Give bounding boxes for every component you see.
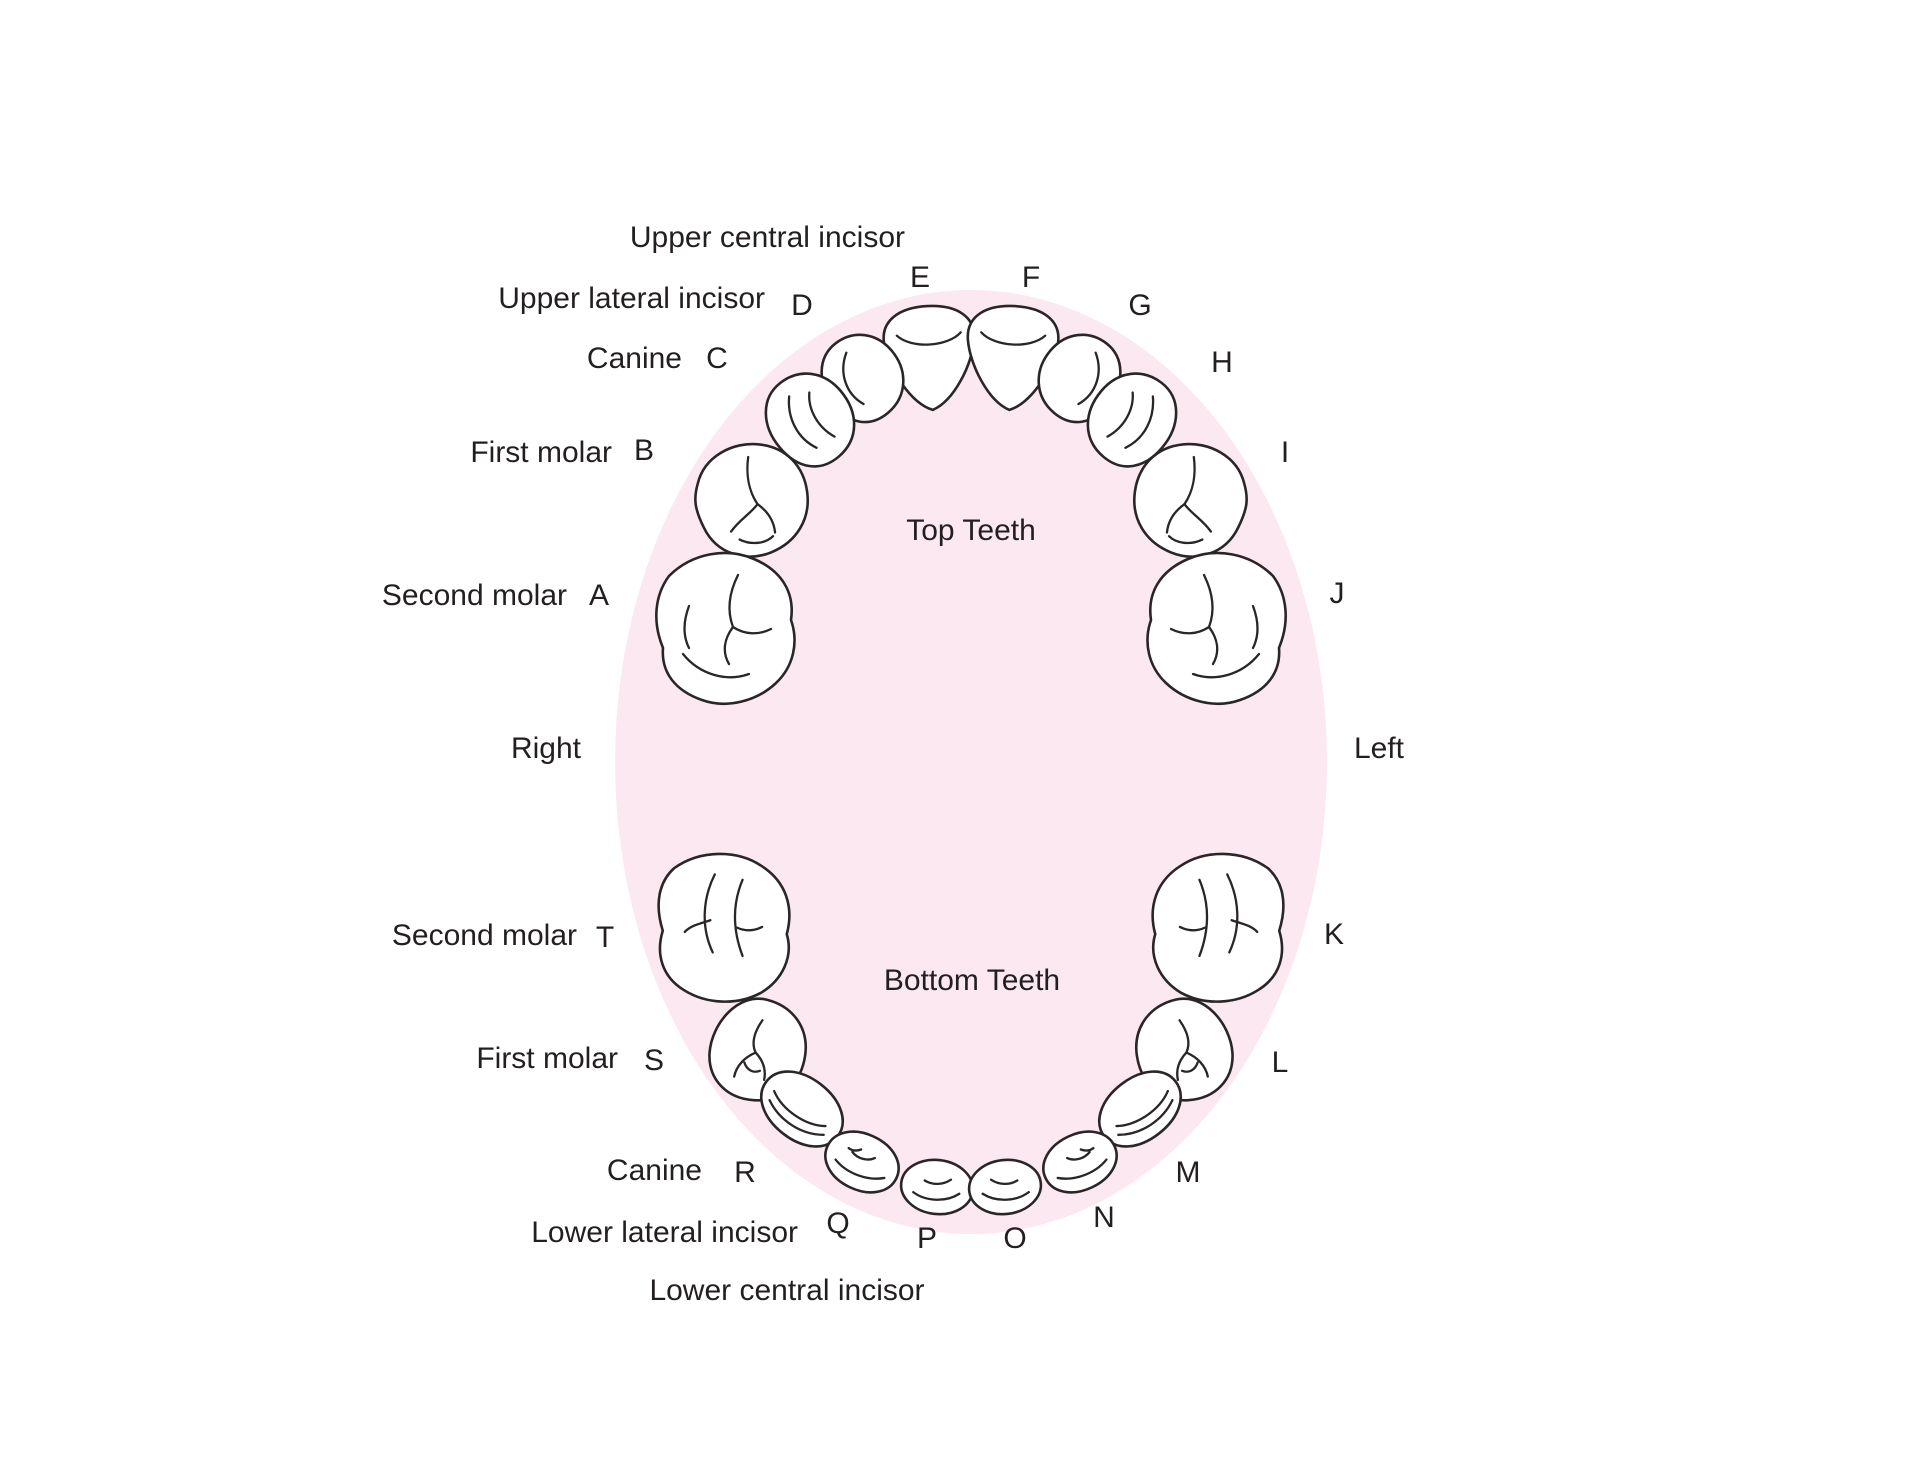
label-side-left: Left [1354, 732, 1405, 765]
label-upper-canine: Canine [587, 342, 682, 375]
tooth-letter-O: O [1003, 1222, 1026, 1255]
tooth-letter-K: K [1324, 918, 1344, 951]
tooth-letter-T: T [596, 921, 614, 954]
label-lower-lateral-incisor: Lower lateral incisor [531, 1216, 798, 1249]
annotation-labels: Upper central incisor Upper lateral inci… [382, 221, 1405, 1307]
label-lower-central-incisor: Lower central incisor [649, 1274, 924, 1307]
mouth-background [615, 290, 1327, 1234]
label-top-teeth: Top Teeth [906, 514, 1036, 547]
tooth-letter-S: S [644, 1044, 664, 1077]
tooth-R [760, 1070, 844, 1148]
tooth-letter-R: R [734, 1156, 756, 1189]
tooth-letter-I: I [1281, 436, 1289, 469]
label-upper-first-molar: First molar [470, 436, 612, 469]
tooth-T [657, 852, 791, 1003]
tooth-B [694, 442, 809, 558]
label-upper-central-incisor: Upper central incisor [630, 221, 905, 254]
label-upper-second-molar: Second molar [382, 579, 567, 612]
label-lower-second-molar: Second molar [392, 919, 577, 952]
label-side-right: Right [511, 732, 582, 765]
tooth-K [1147, 849, 1290, 1007]
tooth-letter-P: P [917, 1222, 937, 1255]
label-lower-first-molar: First molar [476, 1042, 618, 1075]
tooth-Q [824, 1130, 900, 1194]
tooth-letter-G: G [1128, 289, 1151, 322]
tooth-letter-B: B [634, 434, 654, 467]
tooth-letter-J: J [1330, 577, 1345, 610]
label-upper-lateral-incisor: Upper lateral incisor [498, 282, 765, 315]
tooth-letters: A B C D E F G H I J K L M N O P Q R S T [589, 261, 1345, 1255]
tooth-letter-C: C [706, 342, 728, 375]
tooth-A [655, 551, 796, 705]
tooth-letter-A: A [589, 579, 609, 612]
tooth-letter-F: F [1022, 261, 1040, 294]
tooth-letter-L: L [1272, 1046, 1289, 1079]
tooth-J [1146, 551, 1287, 706]
tooth-letter-D: D [791, 289, 813, 322]
tooth-letter-Q: Q [826, 1207, 849, 1240]
label-bottom-teeth: Bottom Teeth [884, 964, 1060, 997]
label-lower-canine: Canine [607, 1154, 702, 1187]
tooth-C [764, 372, 856, 468]
teeth-right-quadrants [655, 304, 976, 1216]
tooth-letter-M: M [1176, 1156, 1201, 1189]
tooth-letter-E: E [910, 261, 930, 294]
tooth-letter-H: H [1211, 346, 1233, 379]
tooth-letter-N: N [1093, 1201, 1115, 1234]
